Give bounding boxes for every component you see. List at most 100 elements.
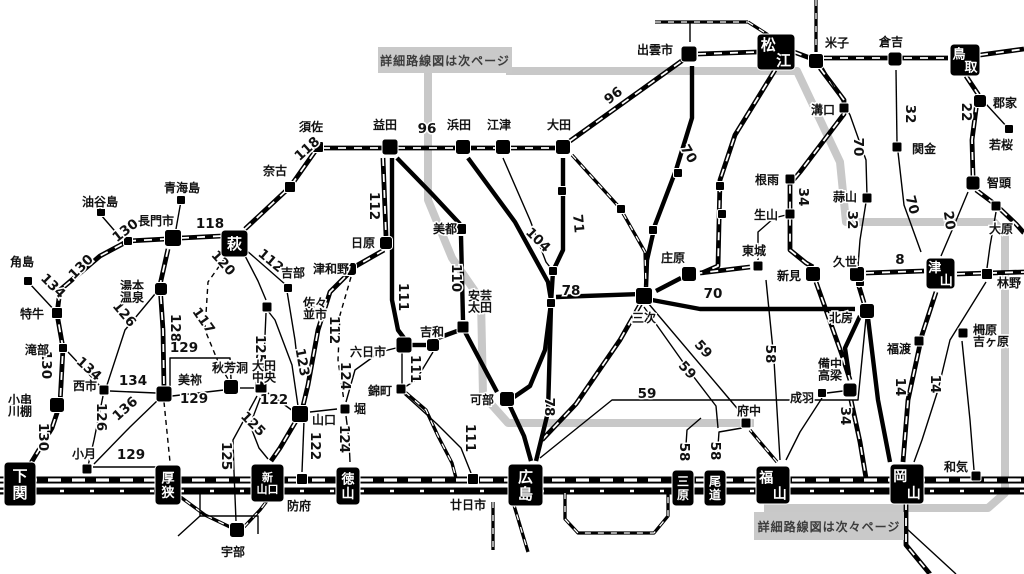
route-line-hatch [697,51,758,55]
route-page-number: 111 [395,283,411,311]
station-label: 成羽 [790,390,814,405]
route-line [701,68,778,276]
major-station-label: 島 [518,485,533,503]
station-node [740,417,752,429]
junction-node [123,236,133,246]
route-page-number: 70 [850,138,866,157]
route-page-number: 134 [119,373,147,389]
station-label: 日原 [351,236,375,250]
station-label: 福渡 [886,341,912,356]
route-line [163,401,171,463]
route-line-hatch [979,48,1024,56]
major-station-label: 津 [928,260,941,276]
route-line [389,158,406,340]
route-line-hatch [965,75,979,177]
route-line [458,235,466,321]
route-page-number: 111 [462,424,478,452]
route-line-hatch [569,59,684,142]
major-station-label: 三 [677,475,689,489]
station-label: 滝部 [25,342,49,357]
route-line [241,249,267,301]
route-line-hatch [747,21,771,37]
station-label: 奈古 [262,163,287,178]
route-page-number: 124 [337,362,353,390]
station-node [261,301,273,313]
route-line-hatch [541,302,642,441]
station-label: 新見 [777,268,801,283]
major-station-label: 厚 [161,470,174,486]
station-label: 江津 [487,117,511,132]
route-line [643,306,719,429]
station-node [229,522,245,538]
route-page-number: 125 [252,335,268,363]
junction-node [546,298,556,308]
route-line [345,415,351,463]
station-node [784,208,796,220]
station-node [98,384,110,396]
station-node [784,173,796,185]
major-station-label: 原 [677,488,689,502]
station-node [838,102,850,114]
route-line [462,328,499,394]
major-station-box: 新山口 [250,463,285,503]
route-line-hatch [382,157,387,237]
major-station-box: 広島 [507,463,544,507]
station-node [49,397,65,413]
station-label: 大田 [547,117,571,132]
station-node [395,383,407,395]
route-line [169,357,232,390]
route-page-number: 128 [167,314,183,342]
station-label: 油谷島 [82,194,118,209]
route-page-number: 78 [541,398,557,417]
route-line [232,395,258,522]
station-label: 北房 [829,310,853,325]
route-line [654,276,683,293]
station-label: 西市 [73,378,97,393]
station-label: 角島 [10,254,34,269]
route-line [106,293,156,386]
station-node [891,141,903,153]
station-node [426,338,440,352]
station-label: 中央 [252,370,277,385]
route-page-number: 71 [569,214,587,234]
junction-node [717,209,727,219]
route-line [533,305,554,462]
major-station-box: 三原 [671,469,695,507]
station-label: 林野 [997,275,1021,290]
station-label: 特牛 [20,306,44,321]
major-station-label: 尾 [709,475,721,489]
route-line-hatch [180,235,223,239]
route-page-number: 32 [844,211,860,230]
route-line [895,69,898,144]
station-label: 佐々 [302,295,327,310]
major-station-box: 徳山 [335,466,361,506]
route-page-number: 14 [927,375,943,394]
station-label: 秋芳洞 [212,360,248,375]
route-page-number: 124 [336,425,352,453]
major-station-label: 江 [776,51,791,69]
station-label: 安芸 [468,288,492,303]
station-label: 益田 [373,117,397,132]
route-page-number: 58 [762,345,778,364]
major-station-label: 山口 [257,482,279,496]
route-line-hatch [127,238,167,242]
route-line-hatch [902,291,937,463]
route-page-number: 129 [170,340,198,356]
station-node [973,94,987,108]
route-line [93,399,159,465]
route-page-number: 78 [562,283,581,299]
major-station-box: 松江 [756,33,796,71]
station-node [339,403,351,415]
route-line [395,156,462,226]
route-page-number: 112 [326,316,342,344]
station-label: 府中 [737,403,761,418]
route-page-number: 104 [522,225,553,256]
route-line-hatch [244,149,317,230]
station-label: 高梁 [818,368,842,383]
junction-node [557,186,567,196]
route-page-number: 111 [407,355,423,383]
station-label: 山口 [312,412,336,427]
route-line [337,276,352,402]
station-node [296,473,308,485]
